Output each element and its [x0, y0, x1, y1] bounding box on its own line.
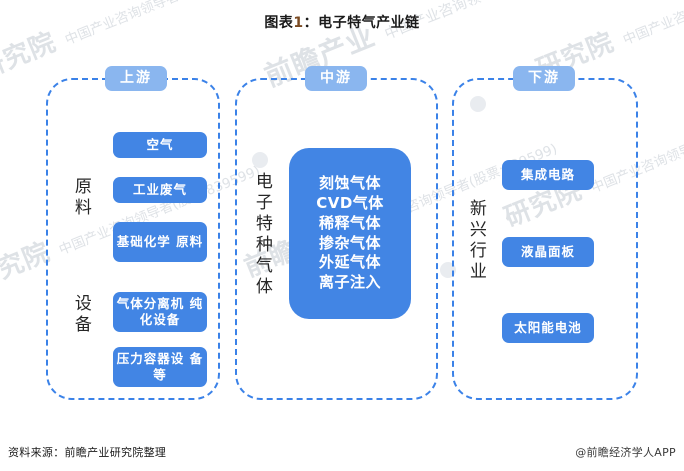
item-line: 气体分离机: [116, 296, 185, 312]
page-title: 图表1：电子特气产业链: [0, 12, 684, 32]
item-box-specialty-gas-types[interactable]: 刻蚀气体 CVD气体 稀释气体 掺杂气体 外延气体 离子注入: [289, 148, 411, 319]
item-line-dilution-gas: 稀释气体: [318, 213, 381, 232]
item-box-integrated-circuit[interactable]: 集成电路: [502, 160, 594, 190]
title-separator: ：: [303, 15, 319, 31]
item-line: 原料: [176, 234, 204, 250]
segment-badge-midstream: 中游: [305, 66, 367, 91]
title-prefix: 图表: [264, 15, 294, 31]
group-label-electronic-specialty-gas: 电子特种气体: [251, 172, 272, 298]
group-label-emerging-industry: 新兴行业: [465, 198, 486, 283]
item-line-doping-gas: 掺杂气体: [318, 233, 381, 252]
item-box-lcd-panel[interactable]: 液晶面板: [502, 237, 594, 267]
item-line-ion-implantation: 离子注入: [318, 273, 381, 292]
group-label-raw-material: 原料: [70, 177, 91, 219]
item-line: 纯化设备: [139, 296, 204, 327]
segment-badge-upstream: 上游: [105, 66, 167, 91]
segment-badge-downstream: 下游: [513, 66, 575, 91]
item-box-pressure-vessel-equipment[interactable]: 压力容器设 备等: [113, 347, 207, 387]
item-box-solar-cell[interactable]: 太阳能电池: [502, 313, 594, 343]
item-line: 基础化学: [116, 234, 171, 250]
item-line: 压力容器设: [116, 351, 185, 367]
item-line-cvd-gas: CVD气体: [316, 193, 384, 212]
group-label-equipment: 设备: [70, 294, 91, 336]
source-note: 资料来源：前瞻产业研究院整理: [8, 446, 167, 459]
title-text: 电子特气产业链: [318, 15, 420, 31]
item-box-industrial-waste-gas[interactable]: 工业废气: [113, 177, 207, 203]
item-box-gas-separation-purification-equipment[interactable]: 气体分离机 纯化设备: [113, 292, 207, 332]
item-box-air[interactable]: 空气: [113, 132, 207, 158]
attribution-note: @前瞻经济学人APP: [575, 446, 676, 459]
title-number: 1: [293, 15, 304, 31]
item-line-epitaxial-gas: 外延气体: [318, 253, 381, 272]
item-line: 备等: [153, 351, 204, 382]
item-line-etching-gas: 刻蚀气体: [318, 174, 381, 193]
item-box-basic-chemical-material[interactable]: 基础化学 原料: [113, 222, 207, 262]
